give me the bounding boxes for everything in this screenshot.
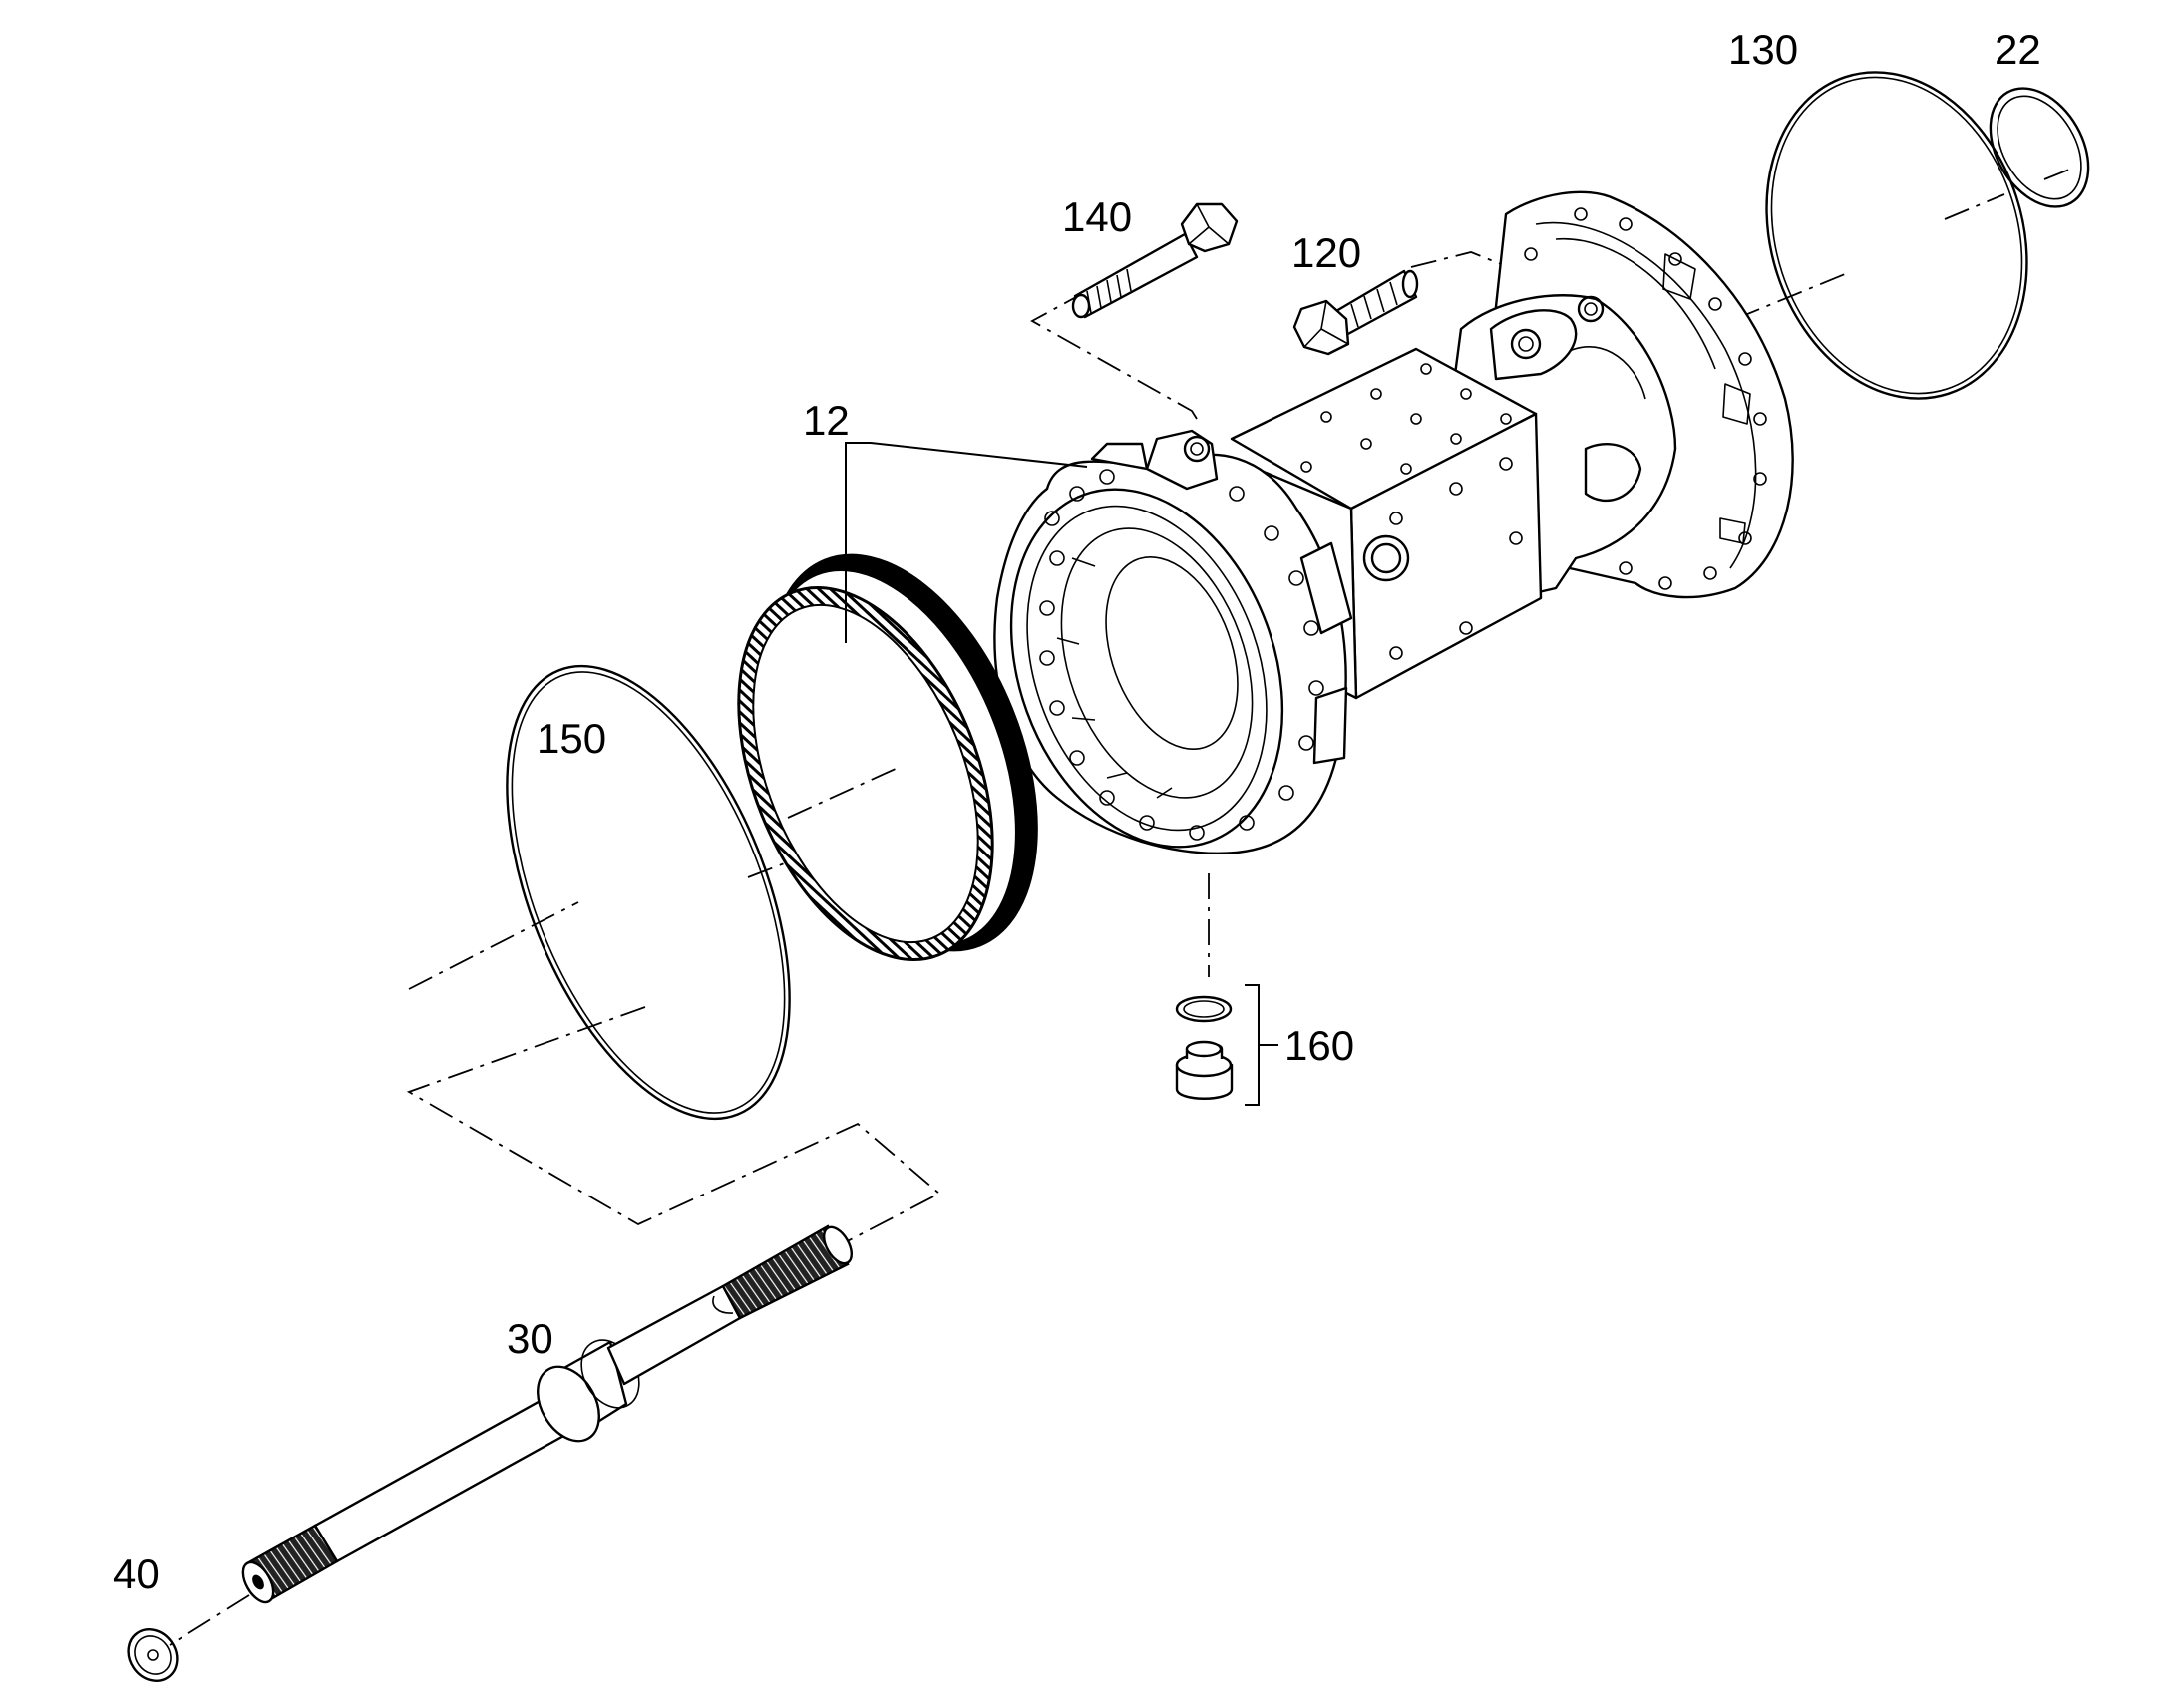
callout-40: 40 bbox=[113, 1550, 160, 1597]
ring-gear bbox=[737, 553, 1038, 962]
callout-120: 120 bbox=[1291, 229, 1361, 276]
bolt-120 bbox=[1292, 269, 1419, 356]
callout-130: 130 bbox=[1728, 26, 1798, 73]
callout-160: 160 bbox=[1284, 1022, 1354, 1069]
axle-shaft-30 bbox=[241, 1224, 854, 1604]
callout-labels: 130 22 140 120 12 150 160 30 40 bbox=[113, 26, 2041, 1597]
drain-plug-160 bbox=[1175, 984, 1278, 1106]
callout-12: 12 bbox=[803, 397, 850, 444]
bolt-140 bbox=[1071, 202, 1239, 319]
callout-140: 140 bbox=[1062, 193, 1132, 240]
callout-30: 30 bbox=[507, 1315, 553, 1362]
o-ring-150 bbox=[506, 664, 791, 1121]
callout-150: 150 bbox=[537, 715, 606, 762]
leader-12 bbox=[845, 442, 1088, 643]
callout-22: 22 bbox=[1995, 26, 2041, 73]
center-lines bbox=[169, 169, 2070, 1646]
snap-ring-22 bbox=[1989, 87, 2090, 208]
axle-housing-12 bbox=[993, 190, 1794, 854]
o-ring-130 bbox=[1765, 71, 2028, 400]
washer-40 bbox=[127, 1628, 179, 1682]
